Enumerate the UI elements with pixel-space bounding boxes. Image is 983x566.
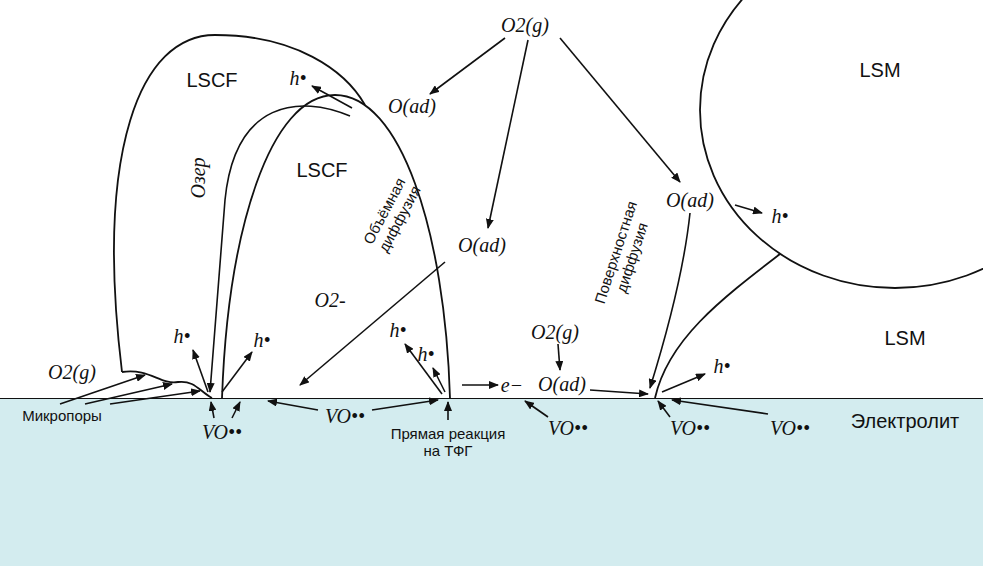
oxide-ion: O2- bbox=[314, 289, 345, 311]
hole-symbol: h• bbox=[173, 325, 190, 347]
grain-oxygen: Oзер bbox=[187, 157, 209, 198]
adsorbed-oxygen: O(ad) bbox=[388, 95, 436, 117]
hole-symbol: h• bbox=[253, 329, 270, 351]
material-name: LSCF bbox=[296, 159, 347, 182]
oxygen-vacancy: VO•• bbox=[770, 417, 810, 439]
material-name: LSCF bbox=[186, 69, 237, 92]
grain-boundary bbox=[655, 254, 780, 398]
hole-symbol: h• bbox=[417, 343, 434, 365]
grain-boundary bbox=[700, 0, 983, 288]
hole-symbol: h• bbox=[713, 355, 730, 377]
lsm-grain-lower: LSM bbox=[645, 248, 983, 398]
adsorbed-oxygen: O(ad) bbox=[538, 373, 586, 395]
oxygen-vacancy: VO•• bbox=[670, 417, 710, 439]
hole-symbol: h• bbox=[771, 205, 788, 227]
adsorbed-oxygen: O(ad) bbox=[666, 189, 714, 211]
oxygen-vacancy: VO•• bbox=[202, 421, 242, 443]
grain-boundary bbox=[122, 371, 212, 398]
process-label: Поверхностная диффузия bbox=[591, 198, 656, 313]
grain-outline bbox=[645, 248, 983, 398]
grain-outline bbox=[0, 399, 983, 566]
electrolyte-band bbox=[0, 398, 983, 566]
material-name: LSM bbox=[884, 327, 925, 350]
electron-symbol: e− bbox=[501, 374, 523, 396]
gas-oxygen: O2(g) bbox=[48, 361, 96, 383]
gas-oxygen: O2(g) bbox=[501, 14, 549, 36]
process-label: Прямая реакция на ТФГ bbox=[386, 426, 511, 459]
process-label: Объёмная диффузия bbox=[352, 159, 433, 272]
material-name: LSM bbox=[859, 59, 900, 82]
material-name: Электролит bbox=[851, 410, 959, 433]
electrolyte: Электролит bbox=[0, 398, 983, 566]
gas-oxygen: O2(g) bbox=[531, 321, 579, 343]
lsm-grain-upper: LSM bbox=[695, 0, 983, 295]
lscf-grain-outer: LSCF bbox=[90, 28, 375, 400]
oxygen-vacancy: VO•• bbox=[548, 417, 588, 439]
micropore-label: Микропоры bbox=[22, 408, 102, 425]
hole-symbol: h• bbox=[289, 67, 306, 89]
grain-boundary bbox=[222, 95, 450, 398]
grain-outline bbox=[695, 0, 983, 295]
adsorbed-oxygen: O(ad) bbox=[458, 234, 506, 256]
hole-symbol: h• bbox=[389, 319, 406, 341]
grain-boundary bbox=[114, 35, 365, 372]
oxygen-vacancy: VO•• bbox=[325, 405, 365, 427]
